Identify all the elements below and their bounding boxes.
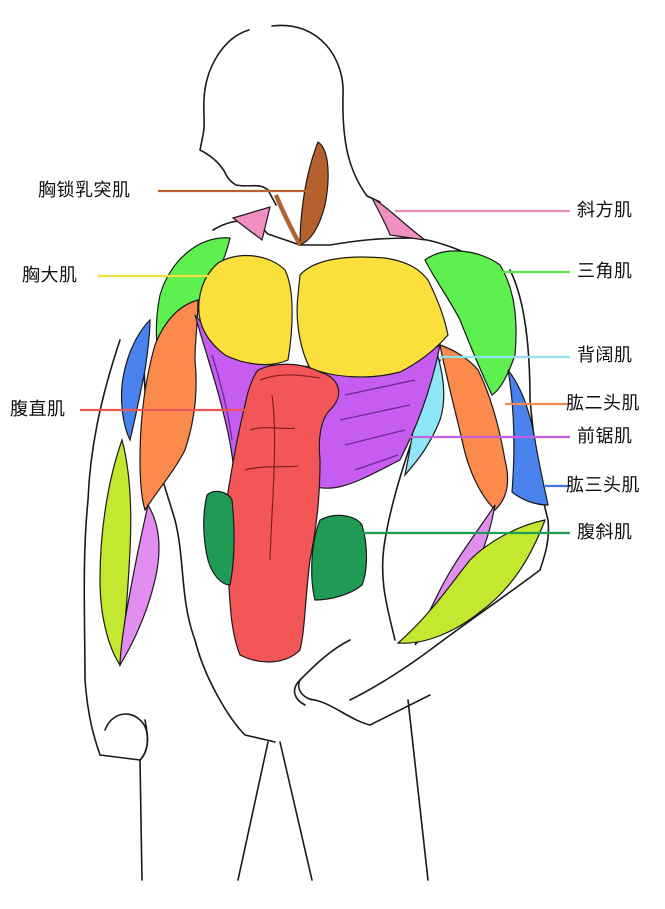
sternocleidomastoid [299,141,329,246]
trapezius-right [370,196,426,241]
forearm-right-green [396,519,546,644]
label-triceps: 肱三头肌 [566,475,640,496]
label-deltoid: 三角肌 [577,261,633,282]
leader-lines [80,189,570,535]
obliques-left [203,490,235,586]
biceps-left [139,299,199,512]
muscles [99,141,549,668]
forearm-left-pink [119,503,160,668]
label-serratus-anterior: 前锯肌 [577,426,633,447]
rectus-abdominis [225,363,340,663]
label-obliques: 腹斜肌 [577,522,633,543]
label-pectoralis-major: 胸大肌 [22,265,78,286]
deltoid-right [424,250,517,396]
obliques-right [311,514,368,601]
trapezius-left [231,206,271,242]
biceps-right [439,344,509,511]
label-biceps: 肱二头肌 [566,393,640,414]
label-latissimus-dorsi: 背阔肌 [577,345,633,366]
label-sternocleidomastoid: 胸锁乳突肌 [38,180,131,201]
pectoralis-left [198,255,293,366]
label-trapezius: 斜方肌 [577,200,633,221]
label-rectus-abdominis: 腹直肌 [10,399,66,420]
